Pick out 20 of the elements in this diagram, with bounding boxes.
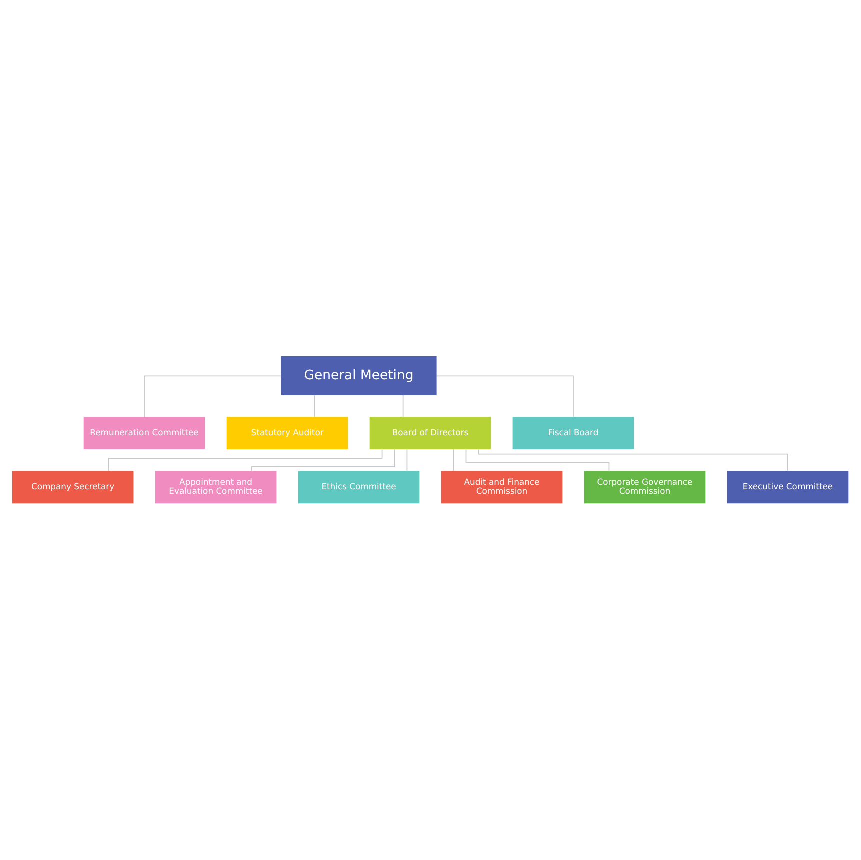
- node-box: Company Secretary: [12, 471, 134, 504]
- node-box: Ethics Committee: [298, 471, 420, 504]
- node-box: Remuneration Committee: [84, 417, 206, 450]
- node-box: Board of Directors: [370, 417, 492, 450]
- connector: [251, 449, 396, 472]
- connector: [144, 376, 282, 418]
- node-box: General Meeting: [281, 356, 437, 396]
- connector: [478, 449, 788, 472]
- node-box: Fiscal Board: [512, 417, 634, 450]
- connector: [402, 395, 404, 418]
- node-box: Statutory Auditor: [226, 417, 348, 450]
- node-box: Appointment and Evaluation Committee: [155, 471, 277, 504]
- node-box: Audit and Finance Commission: [441, 471, 563, 504]
- connector: [314, 395, 316, 418]
- connector: [406, 449, 408, 472]
- connector: [436, 376, 574, 418]
- node-box: Corporate Governance Commission: [584, 471, 706, 504]
- connector: [466, 449, 610, 472]
- connector: [453, 449, 454, 472]
- node-box: Executive Committee: [727, 471, 849, 504]
